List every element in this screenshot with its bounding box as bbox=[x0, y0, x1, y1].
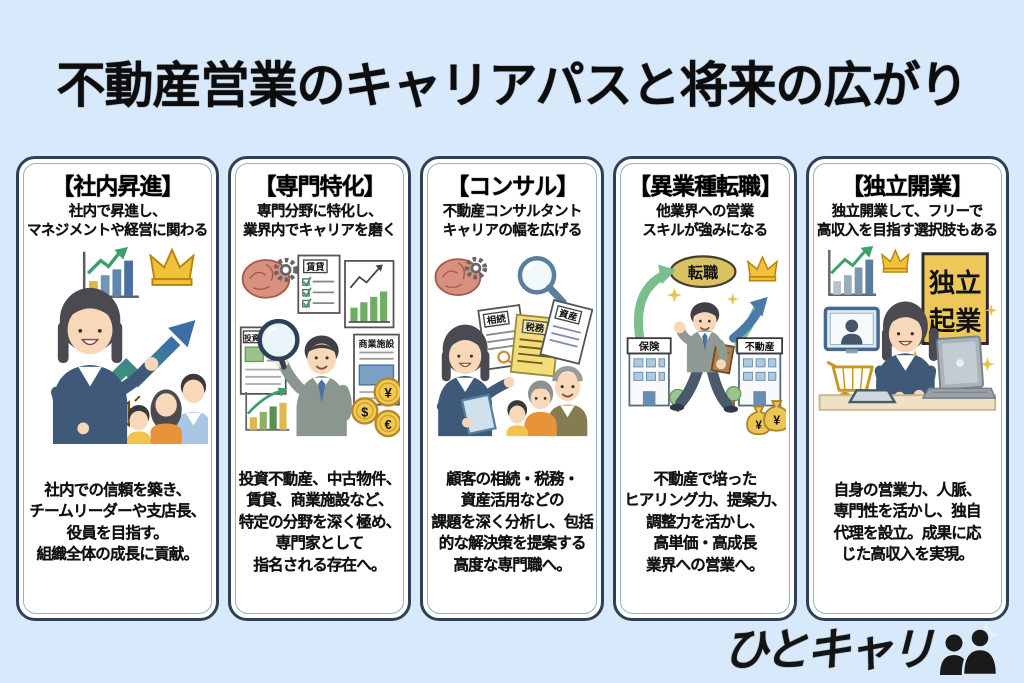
tablet-icon bbox=[847, 389, 897, 404]
client-family-figures bbox=[506, 366, 588, 437]
svg-text:資産: 資産 bbox=[558, 307, 579, 322]
svg-text:独立: 独立 bbox=[929, 268, 982, 298]
cards-row: 【社内昇進】 社内で昇進し、 マネジメントや経営に関わる bbox=[16, 156, 1009, 621]
specialization-illustration: 賃貸 bbox=[239, 254, 401, 438]
card-description: 不動産で培った ヒアリング力、提案力、 調整力を活かし、 高単価・高成長 業界へ… bbox=[624, 471, 787, 574]
card-description: 社内での信頼を築き、 チームリーダーや支店長、 役員を目指す。 組織全体の成長に… bbox=[29, 481, 206, 563]
independence-illustration: 独立 起業 bbox=[818, 245, 997, 411]
money-bags-icon: ¥ ¥ bbox=[746, 400, 786, 436]
businesswoman-desk-figure bbox=[874, 301, 939, 403]
card-title: 【コンサル】 bbox=[446, 173, 579, 199]
businesswoman-figure bbox=[51, 287, 159, 444]
card-subtitle: 不動産コンサルタント キャリアの幅を広げる bbox=[442, 203, 583, 239]
curved-up-arrow-icon bbox=[634, 264, 677, 354]
page-title: 不動産営業のキャリアパスと将来の広がり bbox=[56, 59, 968, 113]
consulting-illustration: 相続 税務 bbox=[434, 255, 594, 437]
laptop-icon bbox=[921, 335, 997, 399]
svg-text:¥: ¥ bbox=[384, 385, 392, 400]
card-description: 顧客の相続・税務・ 資産活用などの 課題を深く分析し、包括 的な解決策を提案する… bbox=[431, 471, 594, 574]
crown-icon bbox=[747, 255, 779, 282]
card-description: 自身の営業力、人脈、 専門性を活かし、独自 代理を設立。成果に応 じた高収入を実… bbox=[833, 481, 982, 563]
svg-text:$: $ bbox=[361, 405, 368, 419]
svg-text:相続: 相続 bbox=[487, 312, 508, 326]
industry-change-illustration: 転職 保険 bbox=[626, 255, 786, 436]
building-insurance: 保険 bbox=[626, 337, 672, 407]
brand-logo: ひとキャリ bbox=[723, 621, 1008, 675]
svg-text:¥: ¥ bbox=[756, 419, 763, 432]
brain-gear-icon bbox=[241, 257, 298, 299]
svg-text:不動産: 不動産 bbox=[745, 340, 775, 353]
card-description: 投資不動産、中古物件、 賃貸、商業施設など、 特定の分野を深く極め、 専門家とし… bbox=[238, 471, 402, 574]
building-realestate: 不動産 bbox=[736, 337, 784, 407]
currency-coins-icon: ¥ $ € bbox=[350, 377, 401, 438]
document-asset: 資産 bbox=[539, 299, 594, 365]
card-title: 【専門特化】 bbox=[253, 173, 387, 199]
card-independence: 【独立開業】 独立開業して、フリーで 高収入を目指す選択肢もある bbox=[805, 156, 1009, 621]
svg-text:商業施設: 商業施設 bbox=[358, 338, 395, 349]
sparkle-icon bbox=[667, 287, 739, 306]
card-subtitle: 独立開業して、フリーで 高収入を目指す選択肢もある bbox=[816, 203, 998, 239]
svg-text:税務: 税務 bbox=[525, 321, 545, 334]
card-title: 【社内昇進】 bbox=[51, 173, 184, 199]
card-industry-change: 【異業種転職】 他業界への営業 スキルが強みになる 転職 bbox=[613, 156, 797, 621]
svg-text:€: € bbox=[384, 418, 391, 432]
walking-businessman-figure bbox=[669, 302, 739, 413]
businessman-magnifier-figure bbox=[257, 318, 352, 437]
magnifier-icon bbox=[518, 255, 568, 306]
video-call-monitor-icon bbox=[823, 306, 880, 354]
document-chart bbox=[343, 260, 395, 329]
card-consulting: 【コンサル】 不動産コンサルタント キャリアの幅を広げる 相続 bbox=[420, 156, 605, 621]
card-subtitle: 専門分野に特化し、 業界内でキャリアを磨く bbox=[243, 203, 397, 239]
brand-logo-text: ひとキャリ bbox=[723, 624, 935, 675]
card-title: 【異業種転職】 bbox=[627, 173, 783, 199]
internal-promotion-illustration bbox=[51, 246, 208, 444]
svg-text:賃貸: 賃貸 bbox=[305, 261, 324, 272]
svg-text:¥: ¥ bbox=[773, 413, 780, 427]
card-subtitle: 社内で昇進し、 マネジメントや経営に関わる bbox=[27, 203, 208, 239]
crown-icon bbox=[149, 247, 195, 286]
card-specialization: 【専門特化】 専門分野に特化し、 業界内でキャリアを磨く 賃貸 bbox=[227, 156, 412, 621]
brand-logo-people-icon bbox=[940, 621, 1000, 675]
card-title: 【独立開業】 bbox=[841, 173, 974, 199]
mini-growth-chart-icon bbox=[244, 387, 290, 431]
card-internal-promotion: 【社内昇進】 社内で昇進し、 マネジメントや経営に関わる bbox=[16, 156, 219, 621]
job-change-badge: 転職 bbox=[669, 255, 737, 289]
brain-gear-icon bbox=[434, 256, 488, 296]
svg-text:保険: 保険 bbox=[638, 340, 660, 353]
crown-icon bbox=[880, 248, 910, 273]
document-rental-checklist: 賃貸 bbox=[297, 254, 341, 314]
team-figures bbox=[127, 373, 208, 444]
growth-bar-chart-icon bbox=[827, 245, 876, 296]
svg-text:転職: 転職 bbox=[688, 264, 719, 282]
consultant-woman-figure bbox=[437, 324, 515, 437]
card-subtitle: 他業界への営業 スキルが強みになる bbox=[642, 203, 768, 239]
